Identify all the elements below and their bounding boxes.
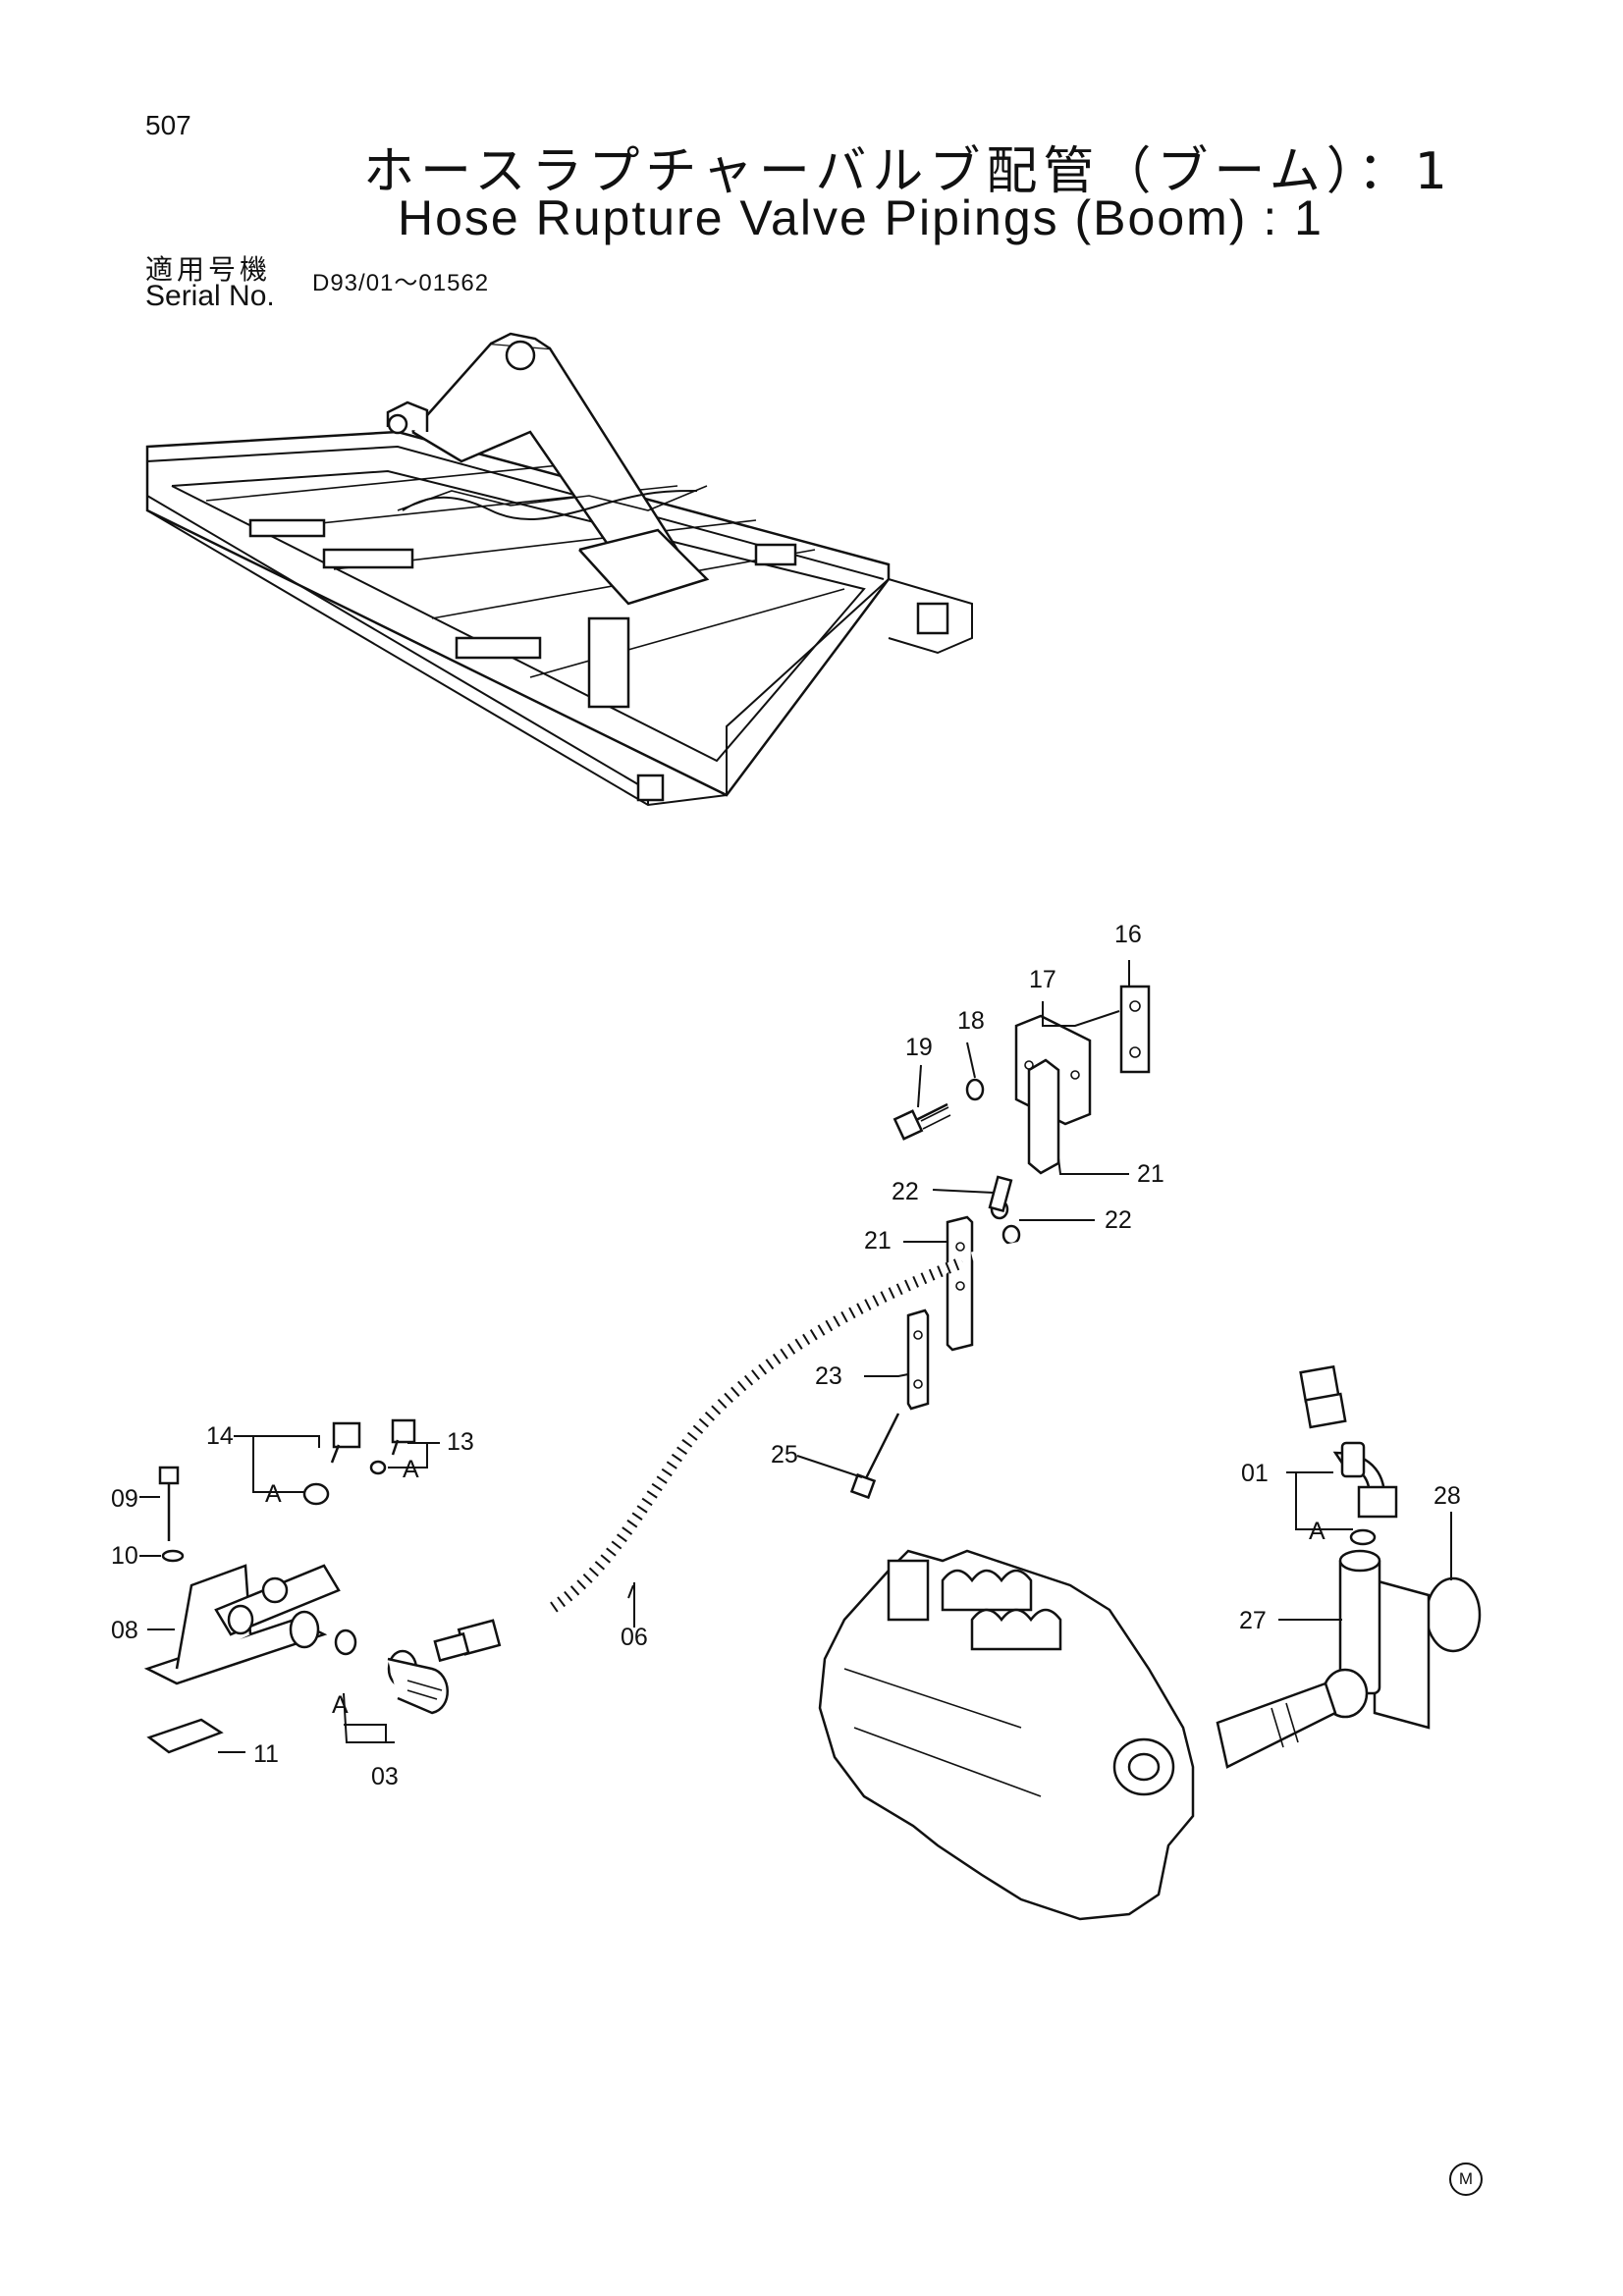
ref-a-13: A: [403, 1456, 419, 1483]
o-ring-01: [1349, 1528, 1377, 1546]
hose-rupture-valve-assembly: [143, 1418, 449, 1754]
control-valve: [818, 1549, 1195, 1921]
bolt-14-head: [332, 1421, 361, 1449]
callout-27: 27: [1239, 1607, 1267, 1634]
callout-03: 03: [371, 1763, 399, 1790]
callout-14: 14: [206, 1422, 234, 1450]
title-english: Hose Rupture Valve Pipings (Boom) : 1: [398, 190, 1324, 245]
callout-11: 11: [253, 1740, 279, 1768]
serial-range: D93/01～01562: [312, 270, 490, 296]
clamp-21-lower: [946, 1215, 974, 1352]
o-ring-28: [1425, 1576, 1482, 1653]
flange-27: [1373, 1578, 1431, 1730]
ref-a-14: A: [265, 1480, 282, 1508]
page-number: 507: [145, 110, 191, 140]
o-ring-14: [302, 1482, 330, 1506]
upperstructure-frame-overview: [145, 332, 973, 807]
pipe-fittings: [1216, 1441, 1482, 1769]
callout-labels: 16 17 18 19 21 22 22 21 23 25 14 13 09 1…: [111, 921, 1461, 1790]
callout-18: 18: [957, 1007, 985, 1035]
callout-06: 06: [621, 1624, 648, 1651]
callout-22-right: 22: [1105, 1206, 1132, 1234]
callout-16: 16: [1114, 921, 1142, 948]
plate-11: [146, 1718, 224, 1754]
callout-09: 09: [111, 1485, 138, 1513]
bolt-09-head: [158, 1466, 180, 1485]
clamp-21-upper: [1027, 1058, 1060, 1175]
serial-label-japanese: 適用号機: [145, 253, 272, 286]
manufacturer-mark: M: [1449, 2163, 1483, 2196]
callout-22-left: 22: [892, 1178, 919, 1205]
hose-06: [433, 1232, 1347, 1663]
title-japanese: ホースラプチャーバルブ配管（ブーム）：1: [363, 142, 1453, 201]
callout-13: 13: [447, 1428, 474, 1456]
callout-25: 25: [771, 1441, 798, 1468]
bolt-13-head: [391, 1418, 416, 1444]
bolt-25: [862, 1413, 900, 1483]
washer-18: [965, 1078, 985, 1101]
spacer-22-right: [1001, 1224, 1021, 1246]
callout-17: 17: [1029, 966, 1056, 993]
plate-16: [1119, 985, 1151, 1074]
leader-lines: [139, 960, 1452, 1753]
callout-01: 01: [1241, 1460, 1269, 1487]
callout-21-upper: 21: [1137, 1160, 1164, 1188]
callout-10: 10: [111, 1542, 138, 1570]
plate-23: [906, 1308, 930, 1411]
ref-a-01: A: [1309, 1518, 1325, 1545]
callout-23: 23: [815, 1362, 842, 1390]
o-ring-03: [334, 1629, 357, 1656]
callout-19: 19: [905, 1034, 933, 1061]
serial-label-english: Serial No.: [145, 280, 275, 312]
ref-a-03: A: [332, 1691, 349, 1719]
washer-10: [161, 1549, 185, 1563]
callout-28: 28: [1434, 1482, 1461, 1510]
callout-21-lower: 21: [864, 1227, 892, 1255]
o-ring-13: [369, 1460, 387, 1475]
callout-08: 08: [111, 1617, 138, 1644]
